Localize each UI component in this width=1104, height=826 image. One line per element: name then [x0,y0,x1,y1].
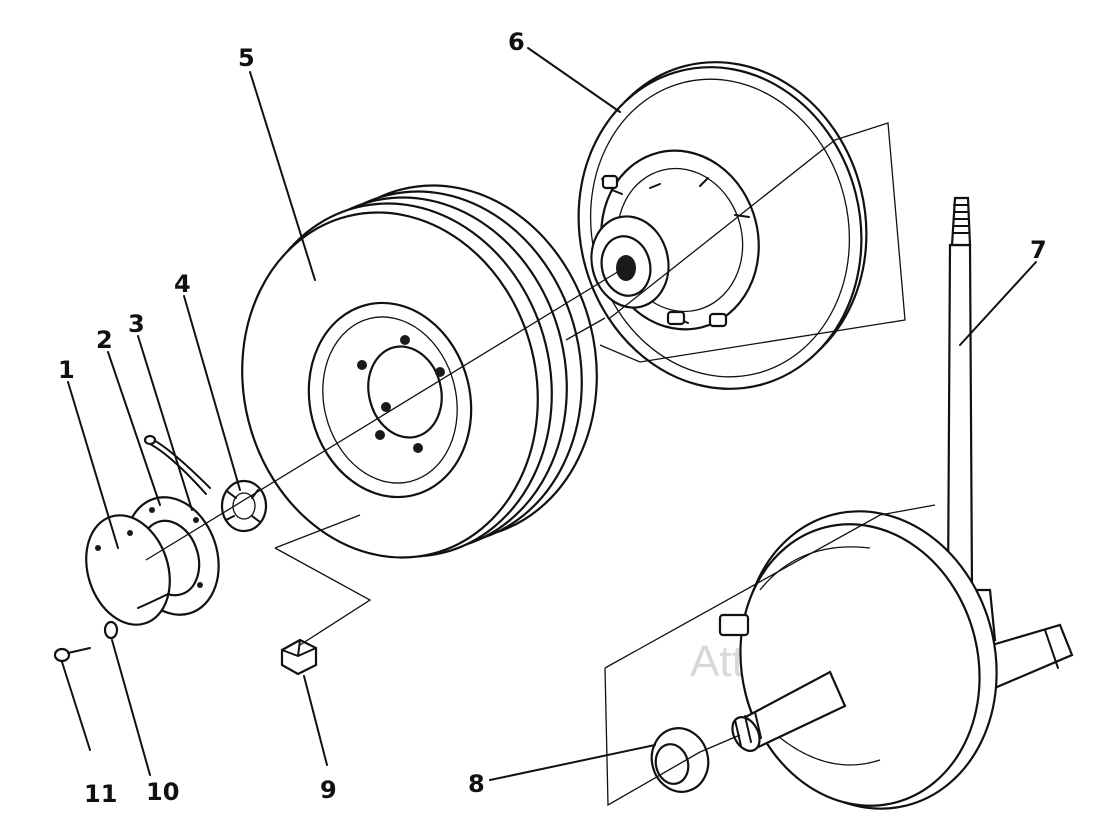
part-5-tire-wheel [241,184,598,559]
callout-1: 1 [58,356,75,384]
part-10-washer [103,620,119,640]
assembly-guide-lines [145,122,936,807]
leader-lines [61,47,1037,781]
callout-10: 10 [146,778,179,806]
callout-3: 3 [128,310,145,338]
part-6-brake-drum [577,61,868,390]
callout-7: 7 [1030,236,1047,264]
callout-numbers: 1 2 3 4 5 6 7 8 9 10 11 [58,28,1047,808]
callout-6: 6 [508,28,525,56]
callout-2: 2 [96,326,113,354]
part-1-hub-cap [85,514,171,626]
part-8-seal [650,727,710,793]
part-11-screw [53,647,91,663]
brake-backing-plate-assembly [718,510,998,810]
callout-8: 8 [468,770,485,798]
part-4-castle-nut [220,479,268,533]
callout-9: 9 [320,776,337,804]
callout-5: 5 [238,44,255,72]
callout-11: 11 [84,780,117,808]
part-9-wheel-nut [280,638,318,676]
callout-4: 4 [174,270,191,298]
